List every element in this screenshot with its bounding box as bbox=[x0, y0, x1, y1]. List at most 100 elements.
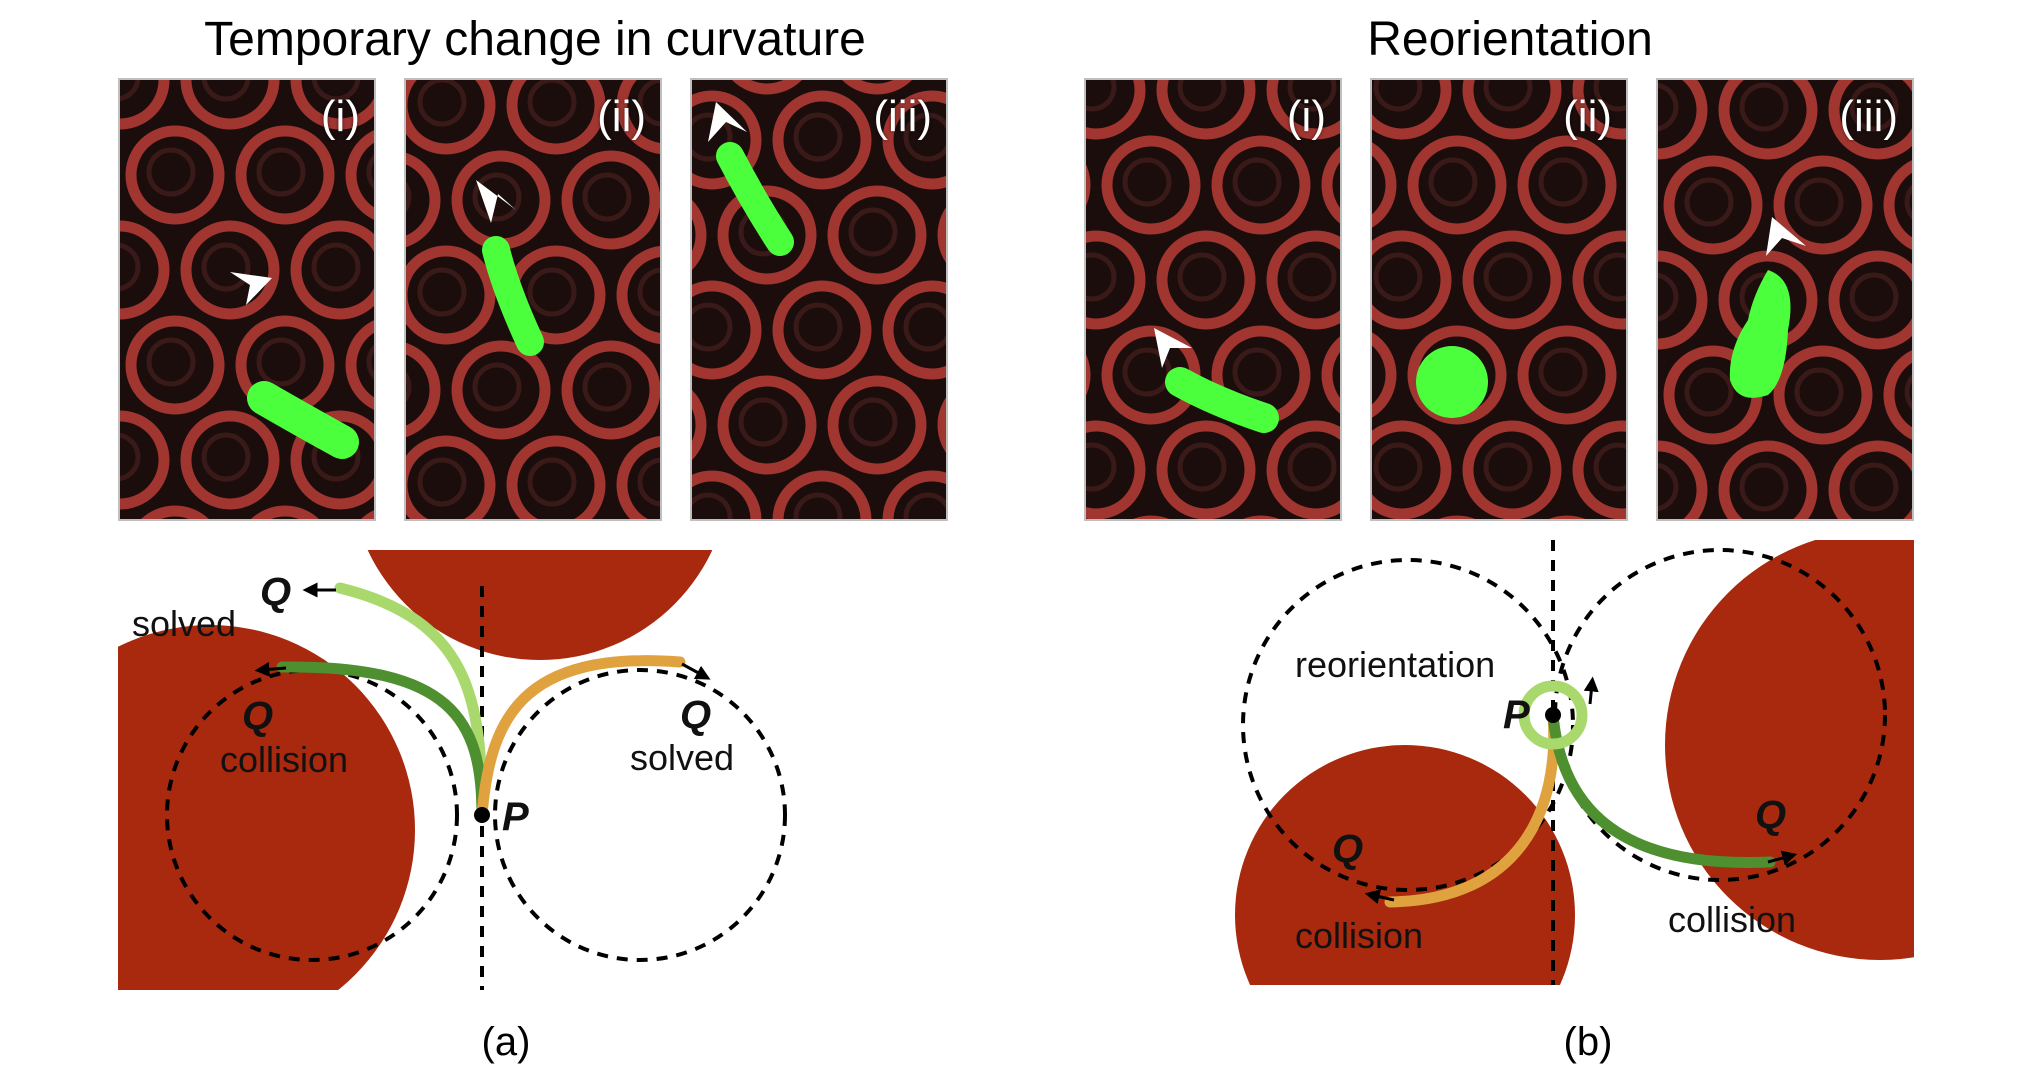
pillar-ring bbox=[561, 150, 660, 250]
label-q: Q bbox=[242, 694, 273, 738]
pillar-core bbox=[1739, 462, 1789, 512]
pillar-core bbox=[637, 267, 660, 317]
pillar-ring bbox=[1883, 350, 1912, 440]
pillar-core bbox=[692, 492, 733, 519]
micrograph-a-iii: (iii) bbox=[690, 78, 948, 521]
pillar-core bbox=[472, 172, 522, 222]
pillar-ring bbox=[1372, 142, 1397, 228]
pillar-core bbox=[793, 302, 843, 352]
pillar-ring bbox=[1086, 80, 1146, 140]
pillar-core bbox=[417, 80, 467, 127]
pillar-core bbox=[311, 80, 361, 102]
pillar-ring bbox=[125, 315, 225, 415]
pillar-core bbox=[527, 80, 577, 127]
pillar-core bbox=[1287, 80, 1337, 112]
pillar-core bbox=[1593, 80, 1626, 112]
pillar-ring bbox=[1773, 345, 1873, 445]
arrowhead-marker bbox=[476, 180, 516, 223]
pillar-ring bbox=[1572, 230, 1626, 330]
pillar-ring bbox=[616, 245, 660, 345]
arrowhead-marker bbox=[1766, 217, 1806, 256]
pillar-ring bbox=[1462, 420, 1562, 519]
pillar-core bbox=[1849, 82, 1899, 132]
pillar-core bbox=[848, 207, 898, 257]
pillar-ring bbox=[772, 90, 872, 190]
pillar-ring bbox=[290, 410, 374, 510]
pillar-ring bbox=[290, 220, 374, 320]
caption-a: (a) bbox=[481, 1020, 531, 1064]
pillar-core bbox=[1232, 347, 1282, 397]
arrow-right bbox=[1767, 850, 1798, 866]
bacterium bbox=[247, 381, 359, 459]
pillar-ring bbox=[1773, 155, 1873, 255]
arrowhead-marker bbox=[1154, 328, 1192, 368]
label-reorientation: reorientation bbox=[1295, 644, 1495, 685]
pillar-core bbox=[1849, 462, 1899, 512]
label-q: Q bbox=[1332, 827, 1363, 871]
label-collision: collision bbox=[1668, 899, 1796, 940]
micrograph-b-ii: (ii) bbox=[1370, 78, 1628, 521]
label-solved: solved bbox=[132, 603, 236, 644]
pillar-core bbox=[1658, 272, 1679, 322]
obstacle-right bbox=[1665, 540, 1914, 960]
pillar-core bbox=[848, 397, 898, 447]
pillar-ring bbox=[616, 80, 660, 155]
pillar-ring bbox=[717, 375, 817, 475]
dashed-circle-right bbox=[1553, 548, 1887, 882]
pillar-core bbox=[582, 172, 632, 222]
pillar-ring bbox=[692, 280, 762, 380]
pillar-ring bbox=[1572, 420, 1626, 519]
pillar-core bbox=[1658, 82, 1679, 132]
pillar-core bbox=[256, 337, 306, 387]
pillar-core bbox=[1904, 184, 1912, 220]
panel-label: (iii) bbox=[873, 92, 932, 141]
pillar-ring bbox=[717, 185, 817, 285]
pillar-ring bbox=[692, 390, 707, 460]
pillar-ring bbox=[1828, 440, 1912, 519]
pillar-ring bbox=[1658, 250, 1708, 350]
pillar-ring bbox=[235, 125, 335, 225]
pillar-ring bbox=[1372, 230, 1452, 330]
pillar-core bbox=[1483, 252, 1533, 302]
pillar-ring bbox=[406, 435, 496, 519]
pillar-ring bbox=[406, 245, 496, 345]
pillar-ring bbox=[1086, 230, 1146, 330]
pillar-core bbox=[1086, 80, 1117, 112]
pillar-ring bbox=[406, 80, 496, 155]
pillar-core bbox=[120, 432, 141, 482]
pillar-ring bbox=[1101, 135, 1201, 235]
panel-label: (iii) bbox=[1839, 92, 1898, 141]
pillar-core bbox=[637, 80, 660, 127]
pillar-core bbox=[1177, 80, 1227, 112]
pillar-core bbox=[1086, 252, 1117, 302]
diagram-b bbox=[1235, 540, 1914, 985]
pillar-core bbox=[793, 492, 843, 519]
pillar-core bbox=[1177, 442, 1227, 492]
pillar-ring bbox=[1372, 80, 1452, 140]
dashed-circle-right bbox=[493, 668, 787, 962]
label-solved: solved bbox=[630, 737, 734, 778]
pillar-core bbox=[692, 302, 733, 352]
pillar-ring bbox=[1156, 80, 1256, 140]
pillar-ring bbox=[120, 410, 170, 510]
pillar-ring bbox=[290, 80, 374, 130]
pillar-ring bbox=[141, 505, 209, 519]
pillar-core bbox=[472, 362, 522, 412]
obstacle-left bbox=[118, 625, 415, 990]
pillar-core bbox=[1428, 157, 1478, 207]
caption-b: (b) bbox=[1563, 1020, 1613, 1064]
pillar-core bbox=[406, 371, 412, 403]
pillar-core bbox=[1232, 157, 1282, 207]
pillar-core bbox=[1538, 157, 1588, 207]
pillar-ring bbox=[937, 397, 946, 453]
pillar-core bbox=[366, 154, 374, 190]
pillar-ring bbox=[1828, 250, 1912, 350]
pillar-ring bbox=[842, 80, 912, 95]
pillar-ring bbox=[1407, 325, 1507, 425]
pillar-ring bbox=[827, 375, 927, 475]
pillar-ring bbox=[1211, 135, 1311, 235]
pillar-core bbox=[903, 492, 946, 519]
pillar-core bbox=[1373, 252, 1423, 302]
pillar-ring bbox=[827, 185, 927, 285]
arrowhead-marker bbox=[708, 102, 747, 142]
